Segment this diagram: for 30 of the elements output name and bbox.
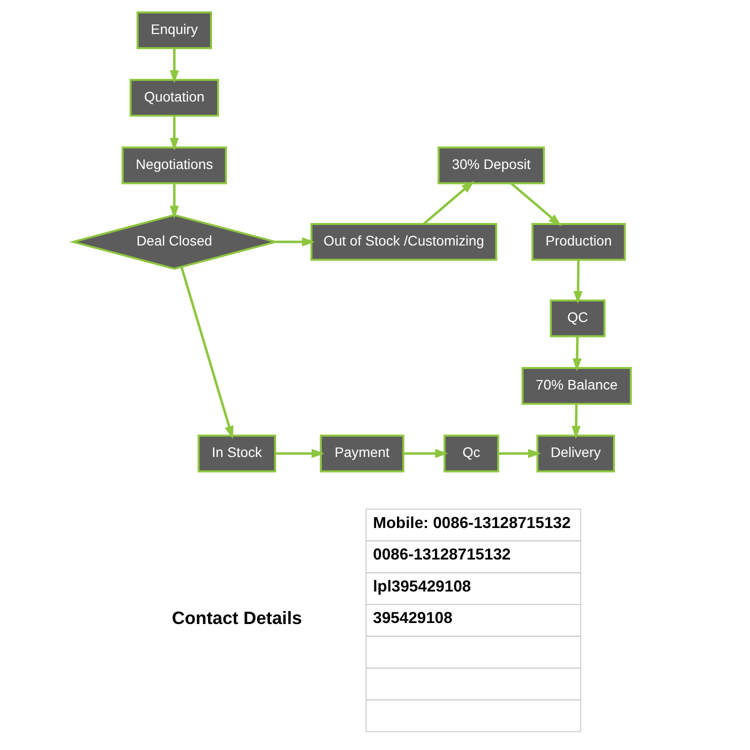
arrow — [403, 448, 448, 458]
arrow — [169, 183, 178, 219]
label: 395429108 — [372, 610, 452, 628]
label: Mobile: 0086-13128715132 — [372, 514, 570, 532]
arrow — [422, 180, 474, 225]
node-box: Delivery — [536, 434, 614, 472]
node-box: Quotation — [129, 78, 219, 117]
label: Contact Details — [171, 608, 302, 628]
node-box: QC — [549, 300, 605, 338]
arrow — [169, 48, 178, 84]
node-box: Out of Stock /Customizing — [310, 223, 497, 261]
node-box: Qc — [443, 434, 499, 472]
arrow — [276, 237, 315, 246]
label: lpl395429108 — [372, 578, 470, 596]
label: 0086-13128715132 — [372, 546, 510, 564]
node-box: Negotiations — [121, 146, 226, 184]
arrow — [169, 116, 178, 151]
arrow — [180, 266, 233, 439]
node-box: 70% Balance — [521, 367, 632, 405]
node-box: In Stock — [197, 434, 276, 472]
arrow — [571, 404, 580, 439]
node-box: 30% Deposit — [437, 146, 544, 184]
node-box: Payment — [319, 434, 404, 472]
arrow — [572, 336, 582, 372]
node-box: Enquiry — [136, 11, 212, 50]
node-box: Production — [530, 223, 626, 261]
arrow — [510, 182, 561, 226]
arrow — [498, 448, 541, 458]
arrow — [275, 448, 324, 458]
arrow — [573, 260, 582, 304]
